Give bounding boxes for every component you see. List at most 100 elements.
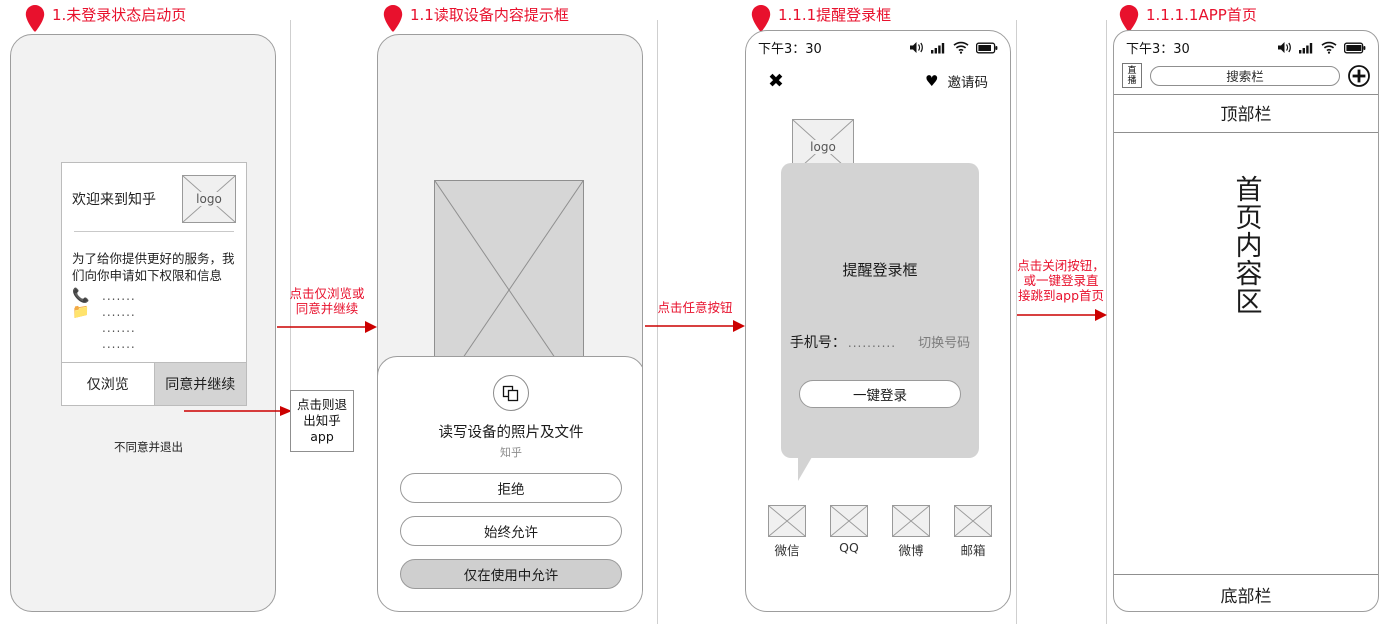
phone-screen-1: 欢迎来到知乎 logo 为了给你提供更好的服务，我们向你申请如下权限和信息 [10, 34, 276, 612]
annotation-title: 1.1.1.1APP首页 [1146, 6, 1257, 24]
status-icons [909, 41, 998, 54]
permission-list: 📞 ....... 📁 ....... ....... ....... [72, 288, 236, 352]
flow-2: 点击任意按钮 [645, 300, 745, 337]
heart-icon: ♥ [925, 71, 939, 90]
bottom-bar-band: 底部栏 [1114, 574, 1378, 611]
exit-note-box: 点击则退 出知乎app [290, 390, 354, 452]
status-bar: 下午3：30 [1114, 31, 1378, 61]
pin-icon [383, 5, 403, 32]
welcome-dialog-body: 为了给你提供更好的服务，我们向你申请如下权限和信息 📞 ....... 📁 ..… [62, 238, 246, 362]
phone-screen-3: 下午3：30 [745, 30, 1011, 612]
social-label: QQ [839, 540, 859, 555]
volume-icon [1278, 42, 1291, 53]
flow-guide-line [1106, 20, 1107, 624]
allow-while-using-button[interactable]: 仅在使用中允许 [400, 559, 622, 589]
placeholder-cross-icon [769, 506, 805, 536]
phone-icon: 📞 [72, 288, 90, 304]
live-label-2: 播 [1127, 75, 1137, 86]
folder-icon: 📁 [72, 304, 90, 320]
home-content-label: 首页内容区 [1230, 175, 1262, 315]
annotation-screen-4: 1.1.1.1APP首页 [1118, 4, 1257, 32]
permission-row: 📞 ....... [72, 288, 236, 304]
vertical-scrollbar[interactable] [1378, 273, 1379, 319]
search-row: 直 播 搜索栏 [1114, 61, 1378, 94]
login-prompt-bubble: 提醒登录框 手机号： .......... 切换号码 一键登录 [781, 163, 979, 458]
exit-note-label: 不同意并退出 [114, 439, 185, 455]
deny-button[interactable]: 拒绝 [400, 473, 622, 503]
home-content-area: 首页内容区 [1114, 133, 1378, 574]
wifi-icon [953, 41, 969, 54]
status-icons [1277, 41, 1366, 54]
live-label-1: 直 [1127, 65, 1137, 76]
phone-number-row: 手机号： .......... 切换号码 [781, 280, 979, 352]
placeholder-cross-icon [893, 506, 929, 536]
annotation-title: 1.1读取设备内容提示框 [410, 6, 569, 24]
logo-placeholder: logo [182, 175, 236, 223]
status-bar: 下午3：30 [746, 31, 1010, 61]
social-login-qq[interactable]: QQ [830, 505, 868, 559]
welcome-dialog: 欢迎来到知乎 logo 为了给你提供更好的服务，我们向你申请如下权限和信息 [61, 162, 247, 406]
welcome-dialog-actions: 仅浏览 同意并继续 [62, 362, 246, 405]
signal-icon [931, 43, 945, 54]
browse-only-button[interactable]: 仅浏览 [62, 363, 154, 405]
top-bar-band: 顶部栏 [1114, 94, 1378, 133]
switch-number-link[interactable]: 切换号码 [918, 336, 971, 351]
pin-icon [25, 5, 45, 32]
flow-3: 点击关闭按钮， 或一键登录直 接跳到app首页 [1015, 258, 1107, 326]
wifi-icon [1321, 41, 1337, 54]
divider [74, 231, 234, 232]
qq-icon [830, 505, 868, 537]
bubble-title: 提醒登录框 [842, 261, 918, 279]
close-icon[interactable]: ✖ [768, 69, 784, 92]
welcome-description: 为了给你提供更好的服务，我们向你申请如下权限和信息 [72, 251, 235, 283]
permission-placeholder-text: ....... [102, 289, 136, 303]
social-login-email[interactable]: 邮箱 [954, 505, 992, 559]
one-key-login-button[interactable]: 一键登录 [799, 380, 961, 408]
annotation-title: 1.1.1提醒登录框 [778, 6, 892, 24]
flow-2-label: 点击任意按钮 [657, 300, 733, 315]
agree-continue-button[interactable]: 同意并继续 [153, 363, 246, 405]
flow-2-arrow [645, 320, 745, 332]
social-label: 微信 [774, 543, 800, 558]
files-glyph [502, 385, 518, 401]
logo-label: logo [193, 192, 225, 206]
phone-number-value: .......... [847, 336, 897, 350]
phone-screen-4: 下午3：30 [1113, 30, 1379, 612]
always-allow-button[interactable]: 始终允许 [400, 516, 622, 546]
pin-icon [1119, 5, 1139, 32]
social-login-weibo[interactable]: 微博 [892, 505, 930, 559]
social-label: 微博 [898, 543, 924, 558]
annotation-screen-3: 1.1.1提醒登录框 [750, 4, 891, 32]
social-login-row: 微信 QQ 微博 [768, 505, 992, 559]
pin-icon [751, 5, 771, 32]
invite-code-link[interactable]: 邀请码 [947, 75, 989, 91]
screen3-top-bar: ✖ ♥ 邀请码 [746, 61, 1010, 91]
files-icon [493, 375, 529, 411]
permission-row: ....... [72, 320, 236, 336]
flow-3-label: 点击关闭按钮， 或一键登录直 接跳到app首页 [1017, 258, 1105, 303]
battery-icon [976, 42, 998, 53]
permission-placeholder-text: ....... [102, 337, 136, 351]
wechat-icon [768, 505, 806, 537]
search-input[interactable]: 搜索栏 [1150, 65, 1340, 86]
flow-guide-line [657, 20, 658, 624]
logo-label: logo [807, 140, 839, 154]
social-label: 邮箱 [960, 543, 986, 558]
permission-sheet-subtitle: 知乎 [500, 446, 522, 459]
screen3-top-right: ♥ 邀请码 [925, 71, 988, 91]
signal-icon [1299, 43, 1313, 54]
permission-sheet: 读写设备的照片及文件 知乎 拒绝 始终允许 仅在使用中允许 [378, 356, 642, 611]
volume-icon [910, 42, 923, 53]
flow-1-label: 点击仅浏览或 同意并继续 [289, 286, 365, 316]
permission-placeholder-text: ....... [102, 321, 136, 335]
permission-row: 📁 ....... [72, 304, 236, 320]
plus-circle-icon[interactable] [1348, 64, 1370, 87]
flow-guide-line [1016, 20, 1017, 624]
flow-guide-line [290, 20, 291, 390]
welcome-dialog-header: 欢迎来到知乎 logo [62, 163, 246, 238]
phone-screen-2: 读写设备的照片及文件 知乎 拒绝 始终允许 仅在使用中允许 [377, 34, 643, 612]
social-login-wechat[interactable]: 微信 [768, 505, 806, 559]
live-button[interactable]: 直 播 [1122, 63, 1142, 88]
bubble-tail [798, 457, 812, 481]
